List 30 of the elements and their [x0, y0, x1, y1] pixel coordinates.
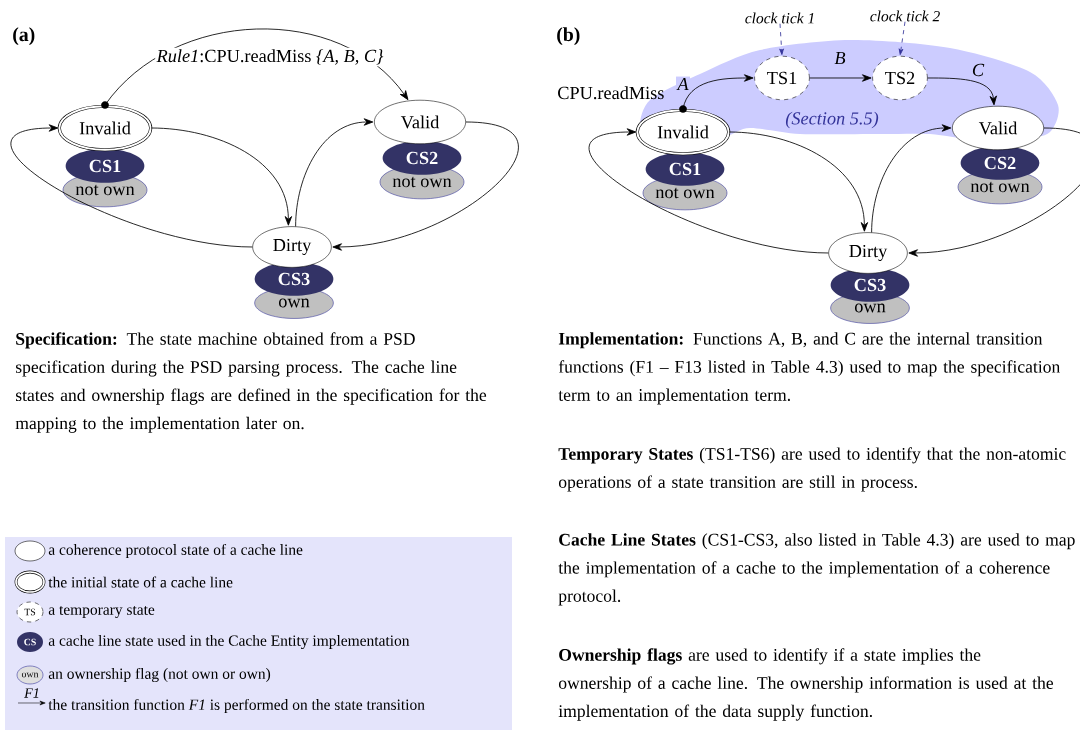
edge-label: Rule1:CPU.readMiss {A, B, C}	[155, 47, 385, 67]
arrow	[927, 77, 997, 106]
paragraph: Cache Line States (CS1-CS3, also listed in Table 4.3) are used to map the implementation of a cache to the implementation of a coherence protocol.	[558, 533, 1075, 606]
arrow	[10, 124, 253, 248]
arrow	[779, 23, 784, 55]
arrow	[898, 21, 906, 55]
legend-text: a coherence protocol state of a cache line	[48, 543, 303, 559]
paragraph: Specification: The state machine obtained from a PSD specification during the PSD parsing process. The cache line states and ownership flags are defined in the specification for the mapping to the implementation later on.	[15, 332, 487, 433]
edge-label: A	[676, 76, 690, 92]
arrow	[871, 124, 952, 233]
arrow	[728, 131, 869, 232]
legend-text: the transition function F1 is performed on the state transition	[48, 698, 425, 714]
arrow	[588, 128, 829, 254]
legend-text: the initial state of a cache line	[48, 576, 233, 588]
paragraph: Implementation: Functions A, B, and C are the internal transition functions (F1 – F13 listed in Table 4.3) used to map the specification term to an implementation term.	[558, 332, 1060, 405]
legend-text: a cache line state used in the Cache Entity implementation	[48, 634, 410, 649]
panel-label: (b)	[557, 27, 580, 46]
annotation-text: clock tick 2	[870, 10, 940, 22]
panel-label: (a)	[13, 27, 35, 46]
paragraph: Ownership flags are used to identify if a state implies the ownership of a cache line. The ownership information is used at the implementation of the data supply function.	[558, 648, 1053, 721]
legend-text: a temporary state	[48, 605, 155, 618]
arrow	[908, 127, 1080, 257]
annotation-text: clock tick 1	[745, 12, 814, 24]
arrow	[332, 121, 519, 251]
arrow	[682, 74, 754, 110]
arrow	[150, 127, 293, 226]
legend-text: an ownership flag (not own or own)	[48, 667, 271, 683]
paragraph: Temporary States (TS1-TS6) are used to identify that the non-atomic operations of a state transition are still in process.	[558, 447, 1066, 492]
arrow	[809, 74, 872, 82]
arrow	[295, 118, 374, 227]
